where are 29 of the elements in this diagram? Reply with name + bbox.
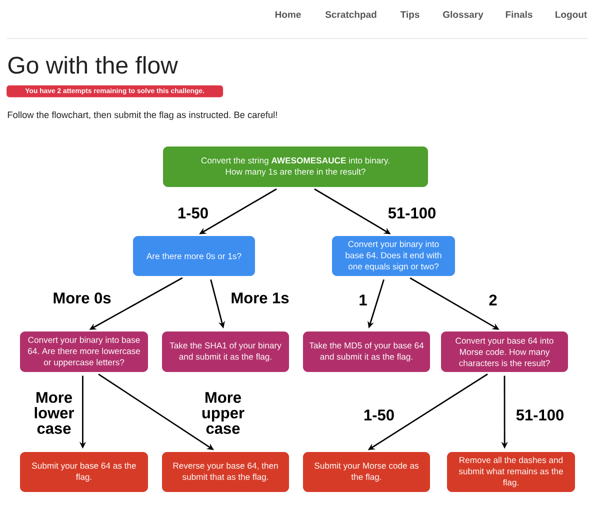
nav-link: Home — [275, 11, 301, 18]
edge-label: 2 — [488, 294, 498, 306]
edge-label: More upper case — [197, 391, 249, 435]
edge-label: 51-100 — [386, 206, 438, 220]
question-box: Are there more 0s or 1s? — [133, 236, 255, 276]
edge-label: 1-50 — [362, 408, 396, 422]
instruction-text: Follow the flowchart, then submit the flag as instructed. Be careful! — [8, 111, 277, 120]
result-box: Submit your base 64 as the flag. — [20, 452, 148, 492]
start-box: Convert the string AWESOMESAUCE into binary. How many 1s are there in the result? — [163, 146, 428, 188]
nav-link: Scratchpad — [325, 10, 376, 20]
edge-label: More lower case — [28, 391, 80, 435]
result-box: Submit your Morse code as the flag. — [303, 452, 430, 492]
step-box: Convert your base 64 into Morse code. How many characters is the result? — [441, 332, 568, 372]
result-box: Reverse your base 64, then submit that as the flag. — [162, 452, 289, 492]
step-box: Take the SHA1 of your binary and submit it as the flag. — [162, 332, 289, 372]
question-box: Convert your binary into base 64. Does it end with one equals sign or two? — [332, 236, 455, 276]
result-box: Remove all the dashes and submit what remains as the flag. — [447, 452, 575, 492]
edge-label: 51-100 — [514, 408, 566, 422]
nav-link: Glossary — [443, 10, 484, 20]
nav-link: Tips — [400, 10, 420, 20]
nav-link: Finals — [506, 10, 532, 18]
step-box: Convert your binary into base 64. Are there more lowercase or uppercase letters? — [20, 332, 148, 372]
edge-label: 1-50 — [176, 206, 210, 220]
page-title: Go with the flow — [8, 56, 178, 74]
edge-label: 1 — [358, 294, 368, 306]
edge-label: More 1s — [230, 292, 290, 304]
step-box: Take the MD5 of your base 64 and submit it as the flag. — [303, 332, 430, 372]
nav-link: Logout — [556, 11, 587, 20]
edge-label: More 0s — [52, 292, 112, 304]
